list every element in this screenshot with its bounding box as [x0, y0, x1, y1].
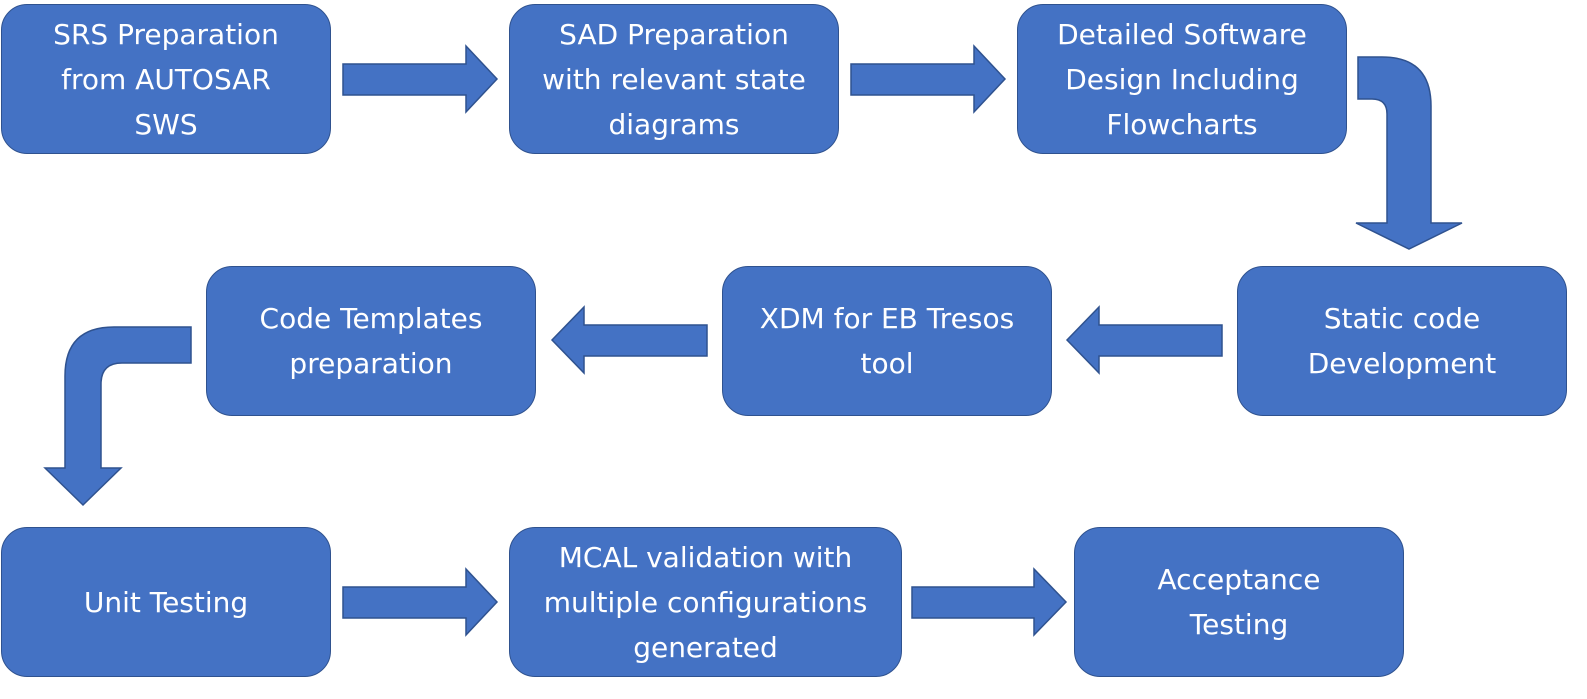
arrow-mcal-to-acceptance: [911, 567, 1068, 637]
node-code-templates: Code Templates preparation: [206, 266, 536, 416]
node-label-line: from AUTOSAR: [61, 62, 271, 96]
arrow-sad-to-detailed: [850, 44, 1007, 114]
node-mcal-validation: MCAL validation with multiple configurat…: [509, 527, 902, 677]
node-label-line: Testing: [1189, 608, 1289, 641]
node-label-line: Unit Testing: [83, 585, 249, 619]
node-label-line: Static code: [1323, 302, 1481, 335]
arrow-xdm-to-templates: [550, 305, 708, 375]
node-label-line: Development: [1307, 347, 1497, 380]
node-label: SRS Preparation from AUTOSAR SWS: [45, 12, 287, 147]
node-label-line: SWS: [134, 107, 198, 141]
node-label-line: with relevant state: [542, 62, 806, 96]
node-label-line: generated: [633, 630, 778, 664]
node-unit-testing: Unit Testing: [1, 527, 331, 677]
node-label-line: XDM for EB Tresos: [759, 302, 1015, 335]
node-label: Acceptance Testing: [1150, 557, 1329, 647]
node-label-line: Design Including: [1065, 62, 1299, 96]
node-label: Static code Development: [1300, 296, 1505, 386]
node-label-line: SRS Preparation: [53, 17, 279, 51]
node-label-line: SAD Preparation: [559, 17, 789, 51]
node-label-line: Code Templates: [259, 302, 483, 335]
arrow-unit-to-mcal: [342, 567, 499, 637]
node-sad-preparation: SAD Preparation with relevant state diag…: [509, 4, 839, 154]
node-label-line: Flowcharts: [1106, 107, 1258, 141]
node-static-code-development: Static code Development: [1237, 266, 1567, 416]
arrow-detailed-to-static: [1355, 56, 1463, 250]
node-detailed-software-design: Detailed Software Design Including Flowc…: [1017, 4, 1347, 154]
node-label: Unit Testing: [76, 580, 256, 625]
node-label-line: Acceptance: [1157, 563, 1321, 596]
node-label: Code Templates preparation: [252, 296, 491, 386]
node-label-line: MCAL validation with: [558, 540, 853, 574]
arrow-templates-to-unit: [43, 326, 192, 507]
node-label-line: Detailed Software: [1057, 17, 1307, 51]
node-xdm-eb-tresos: XDM for EB Tresos tool: [722, 266, 1052, 416]
node-label-line: preparation: [289, 347, 453, 380]
node-label: MCAL validation with multiple configurat…: [536, 535, 876, 670]
node-acceptance-testing: Acceptance Testing: [1074, 527, 1404, 677]
node-label: XDM for EB Tresos tool: [752, 296, 1022, 386]
arrow-srs-to-sad: [342, 44, 499, 114]
node-label: Detailed Software Design Including Flowc…: [1049, 12, 1315, 147]
node-label-line: diagrams: [608, 107, 740, 141]
arrow-static-to-xdm: [1065, 305, 1223, 375]
node-label: SAD Preparation with relevant state diag…: [534, 12, 814, 147]
node-label-line: multiple configurations: [543, 585, 868, 619]
node-label-line: tool: [860, 347, 914, 380]
node-srs-preparation: SRS Preparation from AUTOSAR SWS: [1, 4, 331, 154]
